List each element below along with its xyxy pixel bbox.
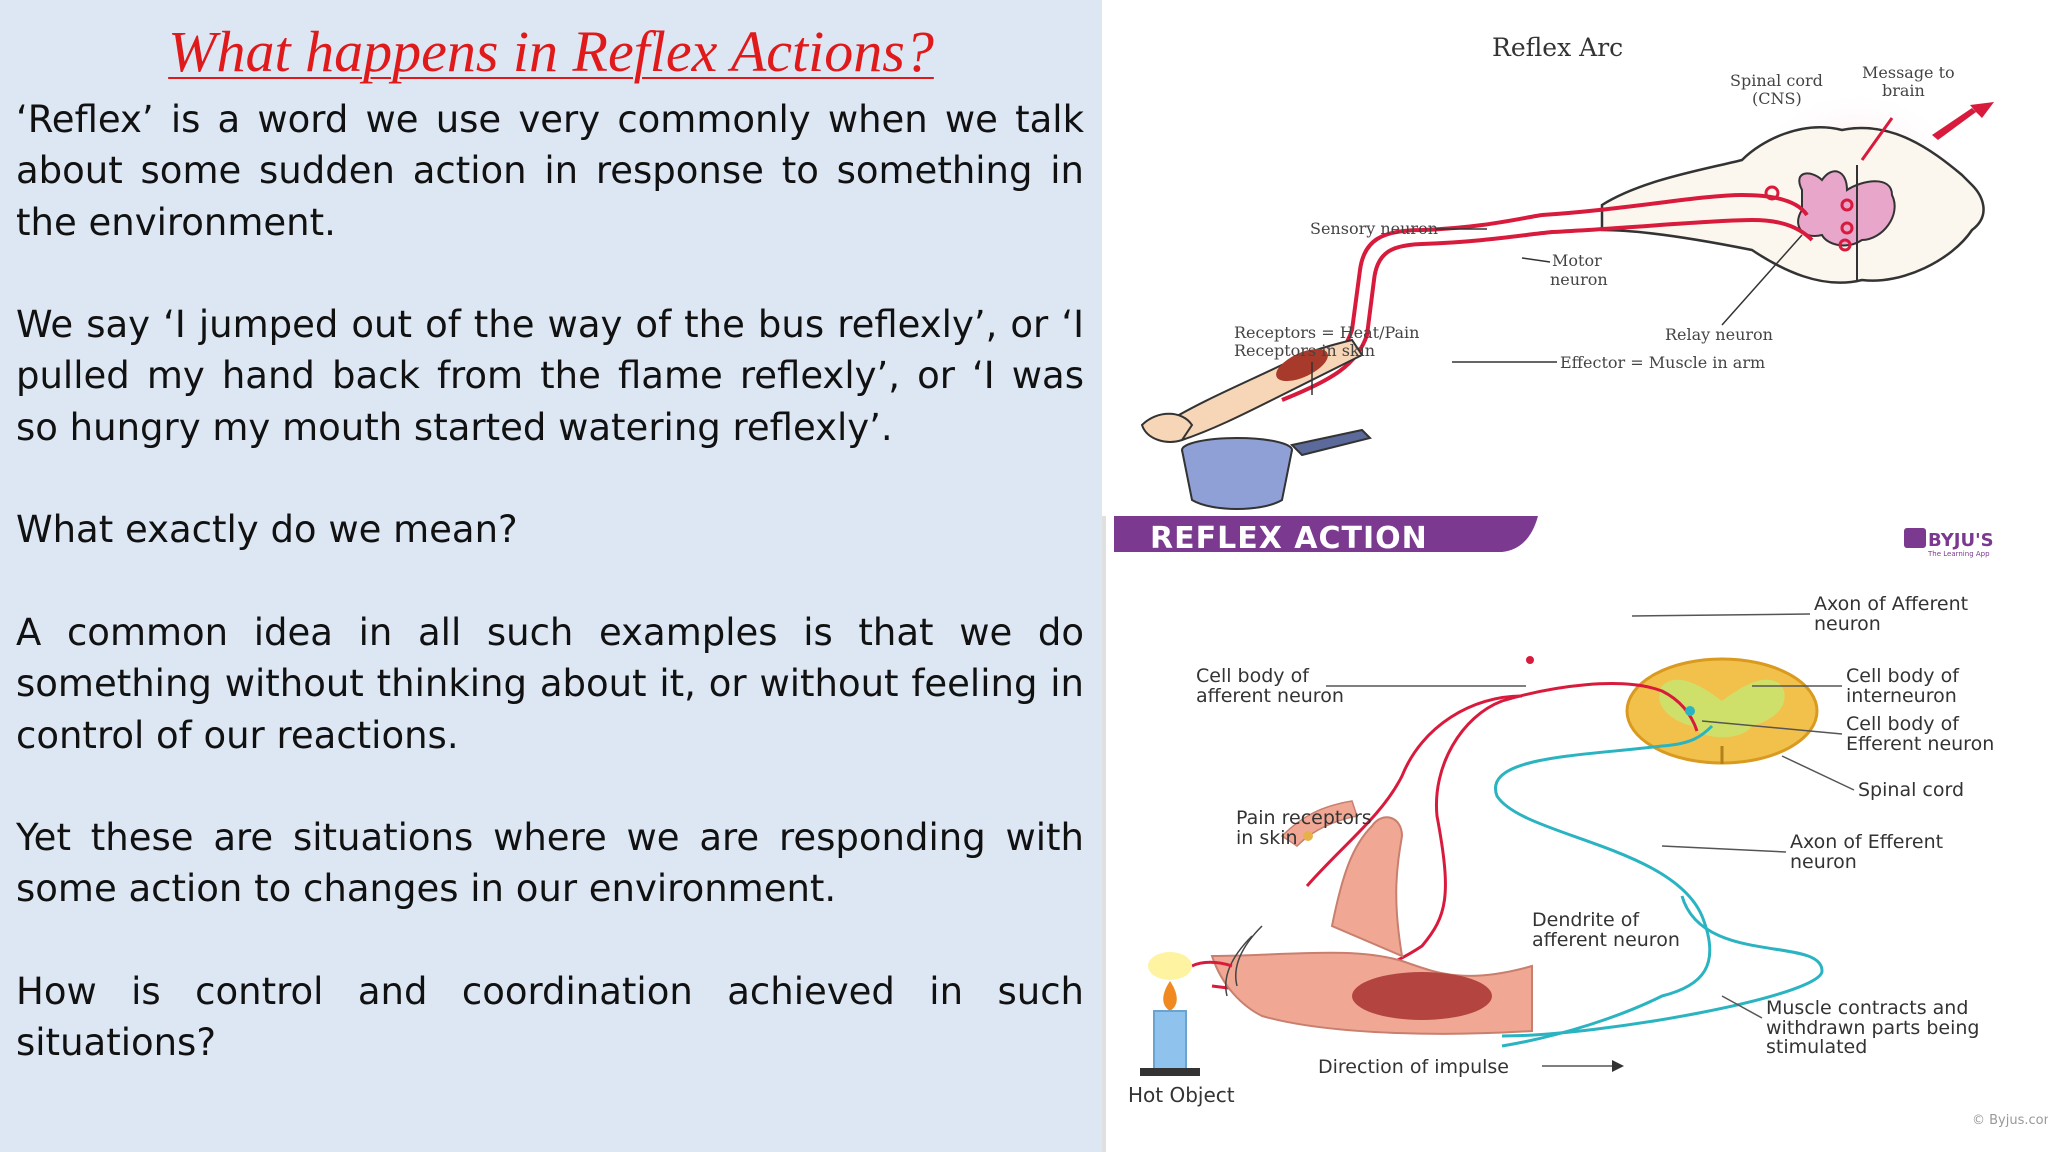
- leader-line: [1721, 995, 1763, 1019]
- reflex-arc-diagram: Reflex Arc Spinal cord (CNS) Message to …: [1140, 33, 1994, 510]
- text-panel: What happens in Reflex Actions? ‘Reflex’…: [0, 0, 1102, 1152]
- cell-body-afferent: [1526, 656, 1534, 664]
- candle: [1153, 1010, 1187, 1072]
- sensory-nerve: [1271, 192, 1809, 397]
- pot-body: [1181, 449, 1293, 510]
- banner-title: REFLEX ACTION: [1150, 521, 1428, 556]
- arrow-head-icon: [1612, 1060, 1624, 1072]
- label-spinal-cord: Spinal cord: [1858, 779, 1964, 801]
- label-cell-body-inter-2: interneuron: [1846, 685, 1957, 707]
- message-arrow-icon: [1932, 102, 1994, 140]
- upper-arm: [1330, 816, 1404, 958]
- label-cell-body-eff-2: Efferent neuron: [1846, 733, 1994, 755]
- label-axon-afferent: Axon of Afferent: [1814, 593, 1968, 615]
- label-cns: (CNS): [1752, 89, 1802, 108]
- label-cell-body-eff: Cell body of: [1846, 713, 1960, 735]
- arm-muscle: [1352, 972, 1492, 1020]
- label-spinal-cord: Spinal cord: [1730, 71, 1823, 90]
- label-relay-neuron: Relay neuron: [1665, 325, 1773, 344]
- relay-node: [1840, 198, 1854, 212]
- label-message: Message to: [1862, 63, 1955, 82]
- leader-line: [1781, 755, 1855, 791]
- grey-matter: [1659, 679, 1785, 738]
- label-effector: Effector = Muscle in arm: [1560, 353, 1765, 372]
- pot-handle: [1289, 428, 1372, 457]
- paragraph: How is control and coordination achieved…: [16, 970, 1084, 1065]
- leader-line: [1721, 234, 1803, 326]
- label-axon-afferent-2: neuron: [1814, 613, 1881, 635]
- paragraph: We say ‘I jumped out of the way of the b…: [16, 303, 1084, 449]
- motor-nerve: [1281, 217, 1814, 402]
- ganglion: [1764, 185, 1780, 201]
- label-in-skin: in skin: [1236, 827, 1298, 849]
- label-receptors: Receptors = Heat/Pain: [1234, 323, 1419, 342]
- grey-matter: [1797, 170, 1896, 247]
- pain-receptor-dot: [1303, 831, 1313, 841]
- label-axon-efferent: Axon of Efferent: [1790, 831, 1943, 853]
- leader-line: [1661, 845, 1787, 853]
- label-pain-receptors: Pain receptors: [1236, 807, 1372, 829]
- label-hot-object: Hot Object: [1128, 1083, 1235, 1107]
- label-dendrite: Dendrite of: [1532, 909, 1640, 931]
- copyright: © Byjus.com: [1972, 1113, 2048, 1128]
- arm-muscle: [1276, 348, 1328, 382]
- relay-node: [1840, 221, 1854, 235]
- paragraph: A common idea in all such examples is th…: [16, 610, 1084, 757]
- label-sensory-neuron: Sensory neuron: [1310, 219, 1438, 238]
- label-cell-body-afferent-2: afferent neuron: [1196, 685, 1344, 707]
- label-muscle-2: withdrawn parts being: [1766, 1017, 1979, 1039]
- label-cell-body-inter: Cell body of: [1846, 665, 1960, 687]
- label-neuron: neuron: [1550, 270, 1608, 289]
- afferent-axon: [1305, 694, 1523, 887]
- flame-glow: [1148, 952, 1192, 980]
- candle-holder: [1140, 1068, 1200, 1076]
- hand: [1140, 412, 1194, 443]
- message-line: [1860, 117, 1894, 161]
- label-dendrite-2: afferent neuron: [1532, 929, 1680, 951]
- reflex-arc-title: Reflex Arc: [1492, 33, 1623, 62]
- brand-tagline: The Learning App: [1927, 550, 1990, 558]
- paragraph: ‘Reflex’ is a word we use very commonly …: [16, 98, 1084, 244]
- reflex-action-diagram: REFLEX ACTION BYJU'S The Learning App Ax…: [1102, 516, 2048, 1152]
- banner: [1114, 516, 1538, 552]
- label-cell-body-afferent: Cell body of: [1196, 665, 1310, 687]
- paragraph: Yet these are situations where we are re…: [16, 816, 1084, 911]
- relay-node: [1838, 238, 1852, 252]
- paragraph: What exactly do we mean?: [16, 508, 518, 552]
- flame-icon: [1163, 981, 1177, 1011]
- cell-body-efferent: [1685, 706, 1695, 716]
- label-brain: brain: [1882, 81, 1925, 100]
- leader-line: [1701, 720, 1843, 735]
- efferent-axon: [1501, 895, 1824, 1038]
- finger-nerve: [1191, 960, 1233, 968]
- slide-body: ‘Reflex’ is a word we use very commonly …: [16, 94, 1084, 1069]
- label-motor: Motor: [1552, 251, 1602, 270]
- slide-title: What happens in Reflex Actions?: [168, 19, 934, 84]
- label-receptors-skin: Receptors in skin: [1234, 341, 1375, 360]
- label-axon-efferent-2: neuron: [1790, 851, 1857, 873]
- figures-panel: Reflex Arc Spinal cord (CNS) Message to …: [1102, 0, 2048, 1152]
- efferent-nerve: [1494, 724, 1714, 1048]
- motion-line: [1235, 925, 1263, 987]
- label-muscle: Muscle contracts and: [1766, 997, 1968, 1019]
- label-direction: Direction of impulse: [1318, 1056, 1509, 1078]
- leader-line: [1631, 613, 1811, 617]
- brand-logo-icon: [1904, 528, 1926, 548]
- brand-name: BYJU'S: [1928, 530, 1994, 551]
- leader-line: [1521, 257, 1551, 263]
- label-muscle-3: stimulated: [1766, 1036, 1867, 1058]
